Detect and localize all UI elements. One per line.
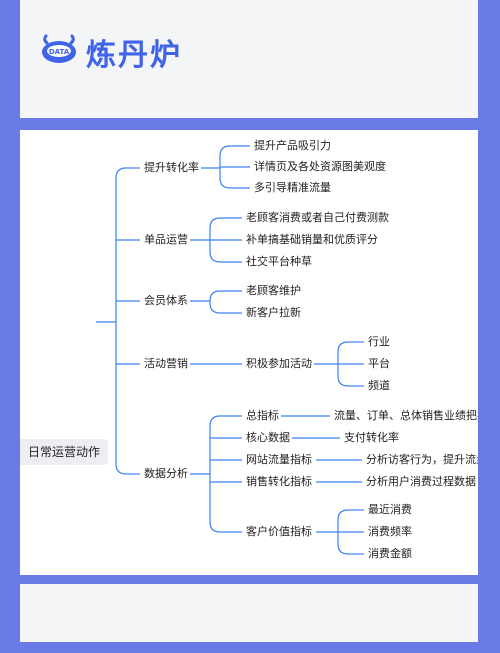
leaf-node: 社交平台种草 [244,255,314,269]
leaf-node: 老顾客维护 [244,284,303,298]
root-node: 日常运营动作 [20,439,109,465]
branch-single-product: 单品运营 [142,233,190,247]
leaf-node: 行业 [366,335,392,349]
leaf-node: 最近消费 [366,503,414,517]
branch-campaign: 活动营销 [142,357,190,371]
connector-lines [96,145,364,555]
leaf-node: 消费金额 [366,547,414,561]
leaf-node: 分析用户消费过程数据 [364,475,478,489]
leaf-node: 多引导精准流量 [252,181,333,195]
sub-branch-node: 网站流量指标 [244,453,314,467]
leaf-node: 流量、订单、总体销售业绩把控 [332,409,478,423]
leaf-node: 频道 [366,379,392,393]
sub-branch-node: 总指标 [244,409,281,423]
leaf-node: 支付转化率 [342,431,401,445]
branch-conversion: 提升转化率 [142,161,201,175]
footer-panel [20,584,478,642]
sub-branch-node: 核心数据 [244,431,292,445]
leaf-node: 平台 [366,357,392,371]
leaf-node: 新客户拉新 [244,306,303,320]
branch-membership: 会员体系 [142,294,190,308]
leaf-node: 消费频率 [366,525,414,539]
sub-branch-node: 客户价值指标 [244,525,314,539]
leaf-node: 提升产品吸引力 [252,139,333,153]
sub-branch-node: 积极参加活动 [244,357,314,371]
leaf-node: 分析访客行为，提升流量 [364,453,478,467]
branch-data-analysis: 数据分析 [142,467,190,481]
leaf-node: 详情页及各处资源图美观度 [252,160,388,174]
sub-branch-node: 销售转化指标 [244,475,314,489]
leaf-node: 补单搞基础销量和优质评分 [244,233,380,247]
mindmap-canvas: 日常运营动作 提升转化率 单品运营 会员体系 活动营销 数据分析 提升产品吸引力… [20,130,478,575]
robot-logo-icon: DATA [42,34,76,63]
leaf-node: 老顾客消费或者自己付费测款 [244,211,391,225]
logo-badge-text: DATA [49,48,70,56]
header-panel: DATA 炼丹炉 [20,0,478,118]
brand-name: 炼丹炉 [86,38,182,73]
